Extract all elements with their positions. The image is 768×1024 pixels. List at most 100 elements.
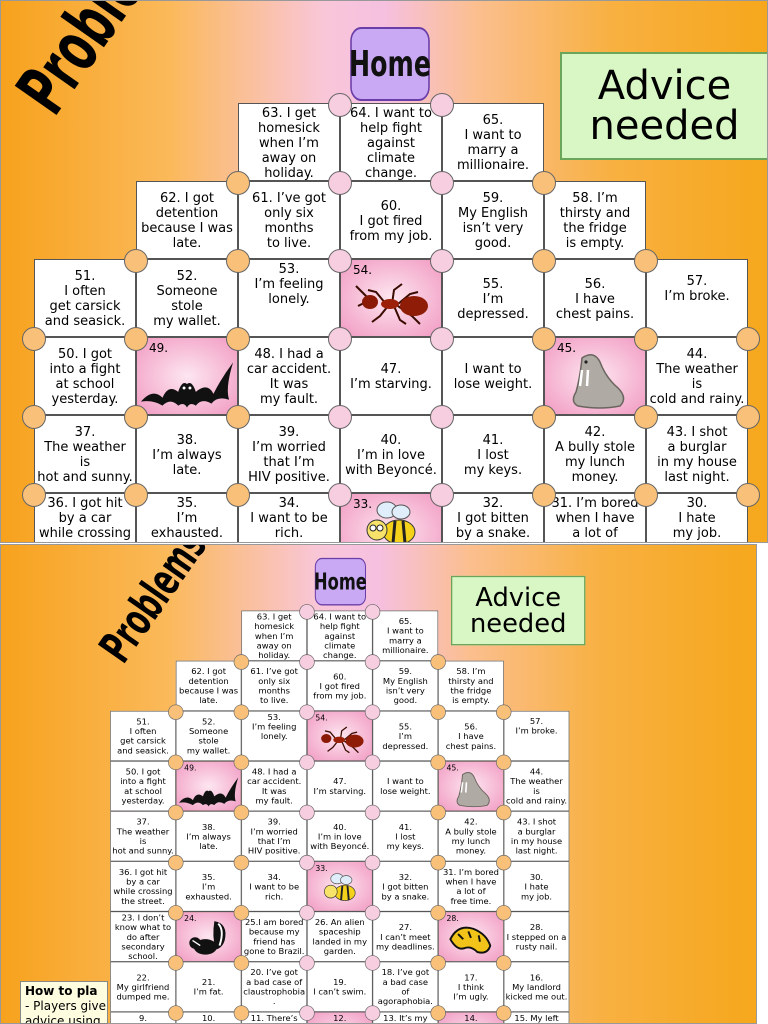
square-35: 35. I’m exhausted. [175, 861, 242, 912]
connector-dot [299, 754, 315, 771]
connector-dot [22, 327, 46, 351]
connector-dot [634, 249, 658, 273]
square-18: 18. I’ve got a bad case of agoraphobia. [372, 961, 439, 1012]
square-20: 20. I’ve got a bad case of claustrophobi… [241, 961, 307, 1012]
worksheet-page-2: Problems... Advice needed Home 63. I get… [0, 544, 757, 1024]
square-24-number: 24. [184, 914, 197, 924]
how-to-play-line-1: - Players give [25, 999, 106, 1013]
square-37: 37. The weather is hot and sunny. [34, 415, 136, 493]
square-31: 31. I’m bored when I have a lot of free … [438, 861, 504, 912]
square-58: 58. I’m thirsty and the fridge is empty. [438, 660, 504, 711]
connector-dot [168, 704, 184, 720]
connector-dot [328, 405, 352, 429]
square-54-ant: 54. [340, 259, 442, 337]
square-42: 42. A bully stole my lunch money. [438, 811, 504, 862]
square-31: 31. I’m bored when I have a lot of free … [544, 493, 646, 542]
square-49-bat: 49. [136, 337, 238, 415]
how-to-play-line-2: advice using [25, 1014, 101, 1024]
square-55: 55. I’m depressed. [372, 710, 439, 762]
problems-title: Problems... [89, 544, 236, 672]
gecko-icon [449, 926, 492, 954]
ant-icon [355, 283, 428, 325]
square-33-bee: 33. [340, 493, 442, 542]
square-58: 58. I’m thirsty and the fridge is empty. [544, 181, 646, 259]
square-11: 11. There’s [241, 1011, 307, 1023]
square-26: 26. An alien spaceship landed in my gard… [306, 911, 373, 962]
square-57: 57. I’m broke. [646, 259, 748, 337]
how-to-play-heading: How to pla [25, 984, 98, 998]
connector-dot [22, 405, 46, 429]
connector-dot [736, 483, 760, 507]
connector-dot [736, 405, 760, 429]
connector-dot [328, 249, 352, 273]
connector-dot [233, 1005, 250, 1021]
ant-icon [321, 726, 364, 754]
square-62: 62. I got detention because I was late. [136, 181, 238, 259]
square-16: 16. My landlord kicked me out. [503, 961, 570, 1012]
square-54-number: 54. [315, 713, 328, 723]
connector-dot [532, 249, 556, 273]
square-27: 27. I can’t meet my deadlines. [372, 911, 439, 962]
connector-dot [532, 171, 556, 195]
square-46: I want to lose weight. [442, 337, 544, 415]
square-44: 44. The weather is cold and rainy. [646, 337, 748, 415]
connector-dot [364, 804, 381, 821]
connector-dot [364, 704, 381, 720]
connector-dot [226, 249, 250, 273]
connector-dot [226, 171, 250, 195]
square-54-number: 54. [353, 263, 373, 277]
square-22: 22. My girlfriend dumped me. [110, 961, 176, 1012]
bee-icon [366, 501, 416, 542]
connector-dot [233, 804, 250, 821]
walrus-icon [572, 354, 625, 409]
connector-dot [226, 405, 250, 429]
square-30: 30. I hate my job. [503, 861, 570, 912]
connector-dot [496, 955, 512, 971]
connector-dot [124, 405, 148, 429]
square-10: 10. [175, 1011, 242, 1023]
square-42: 42. A bully stole my lunch money. [544, 415, 646, 493]
square-40: 40. I’m in love with Beyoncé. [340, 415, 442, 493]
square-37: 37. The weather is hot and sunny. [110, 811, 176, 862]
bee-icon [324, 873, 356, 901]
square-41: 41. I lost my keys. [372, 811, 439, 862]
square-49-bat: 49. [175, 761, 242, 812]
bat-icon [178, 777, 239, 807]
connector-dot [430, 483, 454, 507]
bat-icon [140, 362, 234, 408]
square-59: 59. My English isn’t very good. [442, 181, 544, 259]
connector-dot [364, 955, 381, 971]
square-28-gecko: 28. [438, 911, 504, 962]
connector-dot [299, 704, 315, 720]
connector-dot [299, 654, 315, 670]
connector-dot [496, 905, 512, 921]
game-board: Problems... Advice needed Home 63. I get… [1, 1, 767, 542]
square-45-walrus: 45. [438, 761, 504, 812]
connector-dot [299, 604, 315, 620]
square-59: 59. My English isn’t very good. [372, 660, 439, 711]
connector-dot [168, 1005, 184, 1021]
connector-dot [430, 249, 454, 273]
square-56: 56. I have chest pains. [438, 710, 504, 762]
connector-dot [634, 405, 658, 429]
connector-dot [233, 905, 250, 921]
square-34: 34. I want to be rich. [241, 861, 307, 912]
connector-dot [430, 405, 454, 429]
connector-dot [496, 1005, 512, 1021]
connector-dot [328, 483, 352, 507]
connector-dot [430, 704, 446, 720]
square-24-skunk: 24. [175, 911, 242, 962]
connector-dot [430, 93, 454, 117]
connector-dot [496, 704, 512, 720]
square-52: 52. Someone stole my wallet. [136, 259, 238, 337]
square-46: I want to lose weight. [372, 761, 439, 812]
connector-dot [168, 804, 184, 821]
connector-dot [496, 754, 512, 771]
square-65: 65. I want to marry a millionaire. [372, 610, 439, 661]
square-47: 47. I’m starving. [306, 761, 373, 812]
connector-dot [364, 604, 381, 620]
home-square: Home [349, 27, 431, 101]
connector-dot [124, 249, 148, 273]
connector-dot [124, 327, 148, 351]
square-33-number: 33. [353, 497, 373, 511]
